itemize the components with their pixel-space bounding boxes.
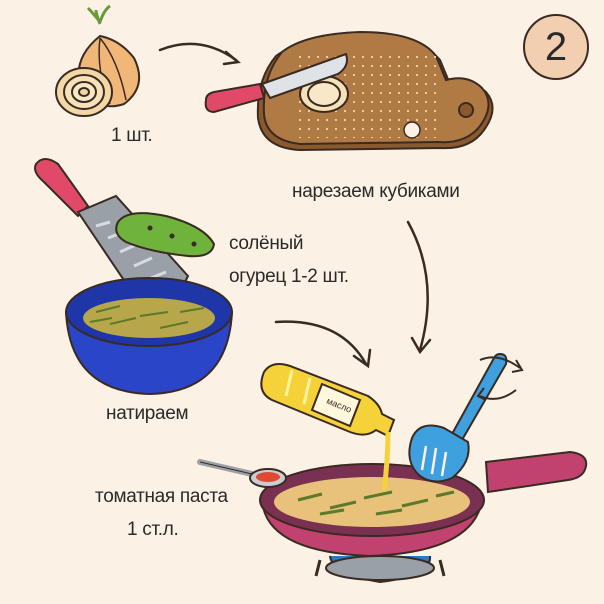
pickle-label-line2: огурец 1-2 шт. <box>229 266 349 287</box>
frying-pan-icon <box>259 450 588 558</box>
pickle-label-line1: солёный <box>229 233 304 254</box>
arrow-icon <box>158 42 238 62</box>
bowl-icon <box>64 277 234 396</box>
spatula-icon <box>408 352 524 483</box>
oil-bottle-icon: масло <box>260 363 396 491</box>
tomato-paste-label-line2: 1 ст.л. <box>127 519 179 540</box>
cutting-board-icon <box>256 30 494 152</box>
stove-burner-icon <box>314 555 446 584</box>
arrow-icon <box>406 220 429 352</box>
grate-instruction-label: натираем <box>106 403 189 424</box>
tomato-paste-label-line1: томатная паста <box>95 486 228 507</box>
arrow-icon <box>274 320 368 366</box>
onion-quantity-label: 1 шт. <box>111 125 153 146</box>
pickle-icon <box>115 212 216 258</box>
knife-icon <box>204 52 348 114</box>
step-number-badge: 2 <box>523 14 589 80</box>
cut-instruction-label: нарезаем кубиками <box>292 181 460 202</box>
onion-icon <box>55 4 141 117</box>
spoon-icon <box>197 459 287 488</box>
